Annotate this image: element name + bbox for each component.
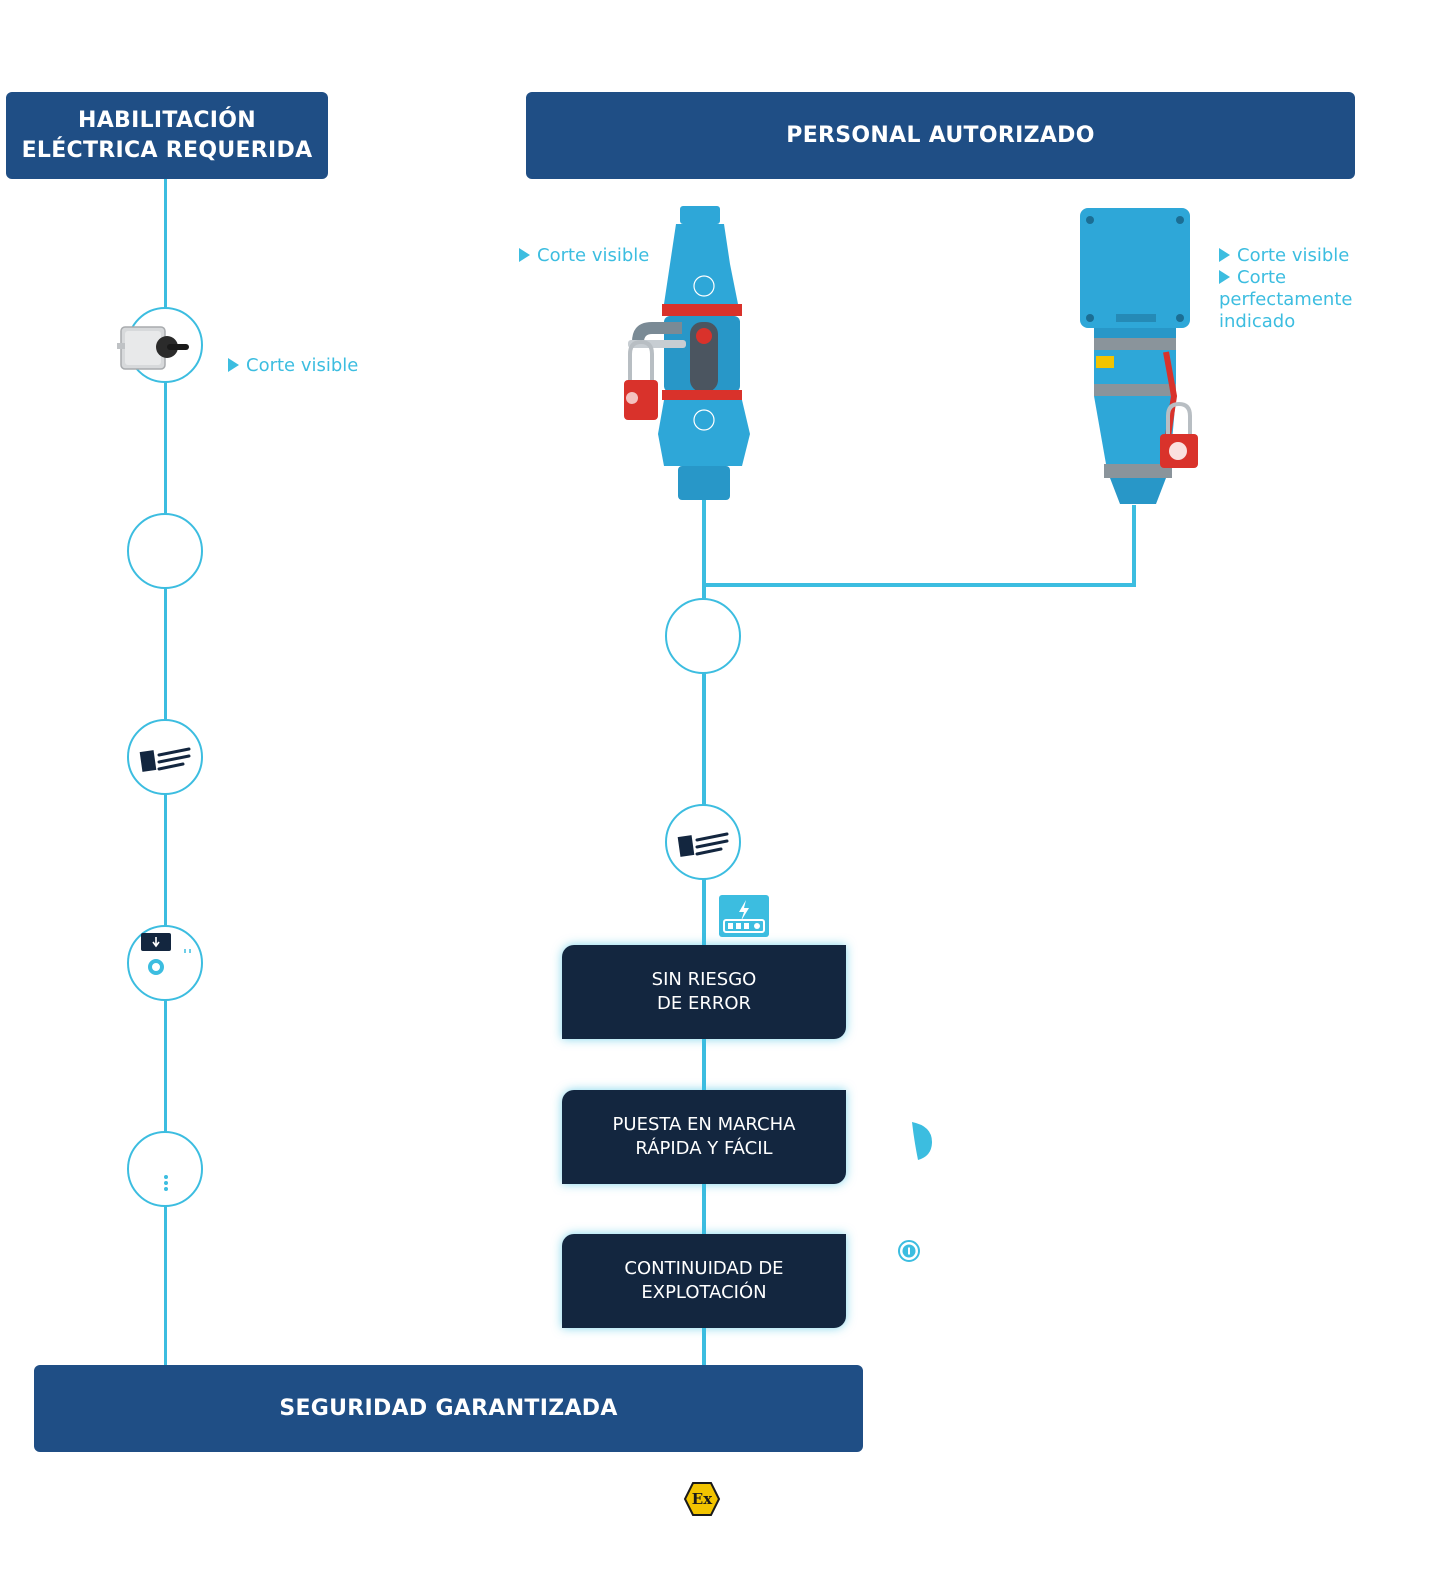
rotary-switch-icon (117, 326, 189, 370)
ex-mark-label: Ex (691, 1490, 713, 1508)
node-voltage-tester (127, 925, 203, 1001)
bullet-triangle-icon (519, 248, 530, 262)
mid-flow-line (702, 500, 706, 1370)
node-empty-2 (127, 1131, 203, 1207)
right-device-drop-line (1132, 505, 1136, 587)
node-empty-1 (127, 513, 203, 589)
bullet-triangle-icon (228, 358, 239, 372)
inline-plug-device-icon (624, 206, 750, 500)
info-icon (898, 1240, 920, 1262)
bullet-triangle-icon (1219, 248, 1230, 262)
feature-list-socket: Corte visible Corte perfectamente indica… (1219, 245, 1369, 333)
bullet-triangle-icon (1219, 270, 1230, 284)
node-work-permit-2 (665, 804, 741, 880)
node-rotary-switch (117, 307, 203, 383)
feature-item: Corte visible (519, 245, 649, 267)
node-empty-3 (665, 598, 741, 674)
voltage-tester-badge-icon (719, 895, 769, 937)
dots-marker (164, 1175, 172, 1191)
half-circle-icon (912, 1122, 932, 1160)
work-permit-icon (677, 832, 729, 857)
socket-outlet-device-icon (1080, 208, 1198, 504)
device-connector-line (702, 583, 1136, 587)
feature-item: Corte perfectamente indicado (1219, 267, 1353, 332)
atex-ex-mark-icon: Ex (683, 1481, 721, 1517)
benefit-no-error-risk: SIN RIESGO DE ERROR (562, 945, 846, 1039)
footer-safety-guaranteed: SEGURIDAD GARANTIZADA (34, 1365, 863, 1452)
benefit-quick-startup: PUESTA EN MARCHA RÁPIDA Y FÁCIL (562, 1090, 846, 1184)
node-work-permit (127, 719, 203, 795)
header-authorized-personnel: PERSONAL AUTORIZADO (526, 92, 1355, 179)
feature-list-inline-plug: Corte visible (519, 245, 649, 267)
feature-item: Corte visible (228, 355, 358, 377)
feature-list-switch: Corte visible (228, 355, 358, 377)
work-permit-icon (139, 747, 191, 772)
feature-item: Corte visible (1219, 245, 1369, 267)
benefit-operational-continuity: CONTINUIDAD DE EXPLOTACIÓN (562, 1234, 846, 1328)
header-electrical-qualification: HABILITACIÓN ELÉCTRICA REQUERIDA (6, 92, 328, 179)
voltage-tester-icon (141, 933, 191, 975)
